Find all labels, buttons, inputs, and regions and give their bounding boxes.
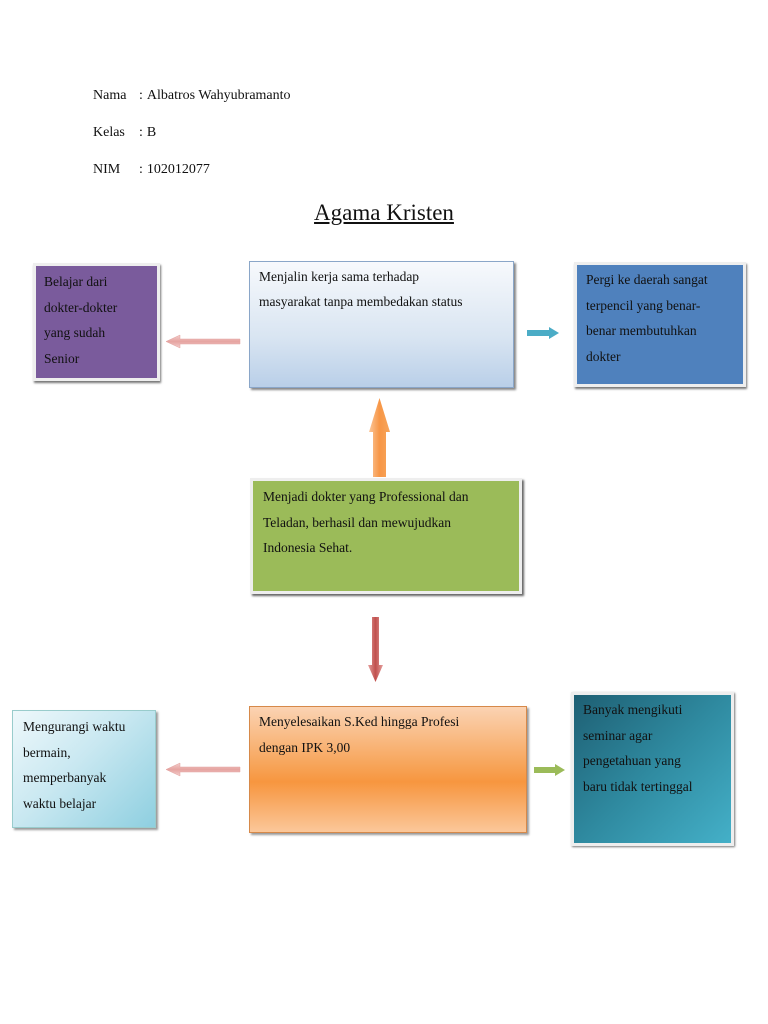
box-line: Menyelesaikan S.Ked hingga Profesi	[259, 714, 460, 729]
separator: :	[139, 88, 143, 103]
box-line: terpencil yang benar-	[586, 297, 701, 313]
box-belajar-senior: Belajar dari dokter-dokter yang sudah Se…	[33, 263, 160, 381]
box-line: dengan IPK 3,00	[259, 739, 351, 755]
nim-label: NIM	[93, 162, 121, 177]
box-seminar: Banyak mengikuti seminar agar pengetahua…	[571, 692, 734, 846]
box-line: dokter	[586, 348, 621, 364]
nim-value: 102012077	[146, 162, 210, 177]
box-line: Teladan, berhasil dan mewujudkan	[263, 514, 451, 530]
box-line: benar membutuhkan	[586, 323, 697, 338]
arrow-left-icon	[165, 762, 241, 777]
box-kerja-sama: Menjalin kerja sama terhadap masyarakat …	[249, 261, 514, 388]
box-daerah-terpencil: Pergi ke daerah sangat terpencil yang be…	[574, 262, 746, 387]
box-sked-profesi: Menyelesaikan S.Ked hingga Profesi denga…	[249, 706, 527, 833]
info-nim: NIM:102012077	[93, 162, 210, 178]
box-line: Banyak mengikuti	[583, 702, 683, 717]
kelas-label: Kelas	[93, 125, 125, 140]
box-line: Menjalin kerja sama terhadap	[259, 269, 420, 284]
box-line: masyarakat tanpa membedakan status	[259, 294, 463, 309]
box-line: seminar agar	[583, 727, 653, 743]
box-line: pengetahuan yang	[583, 753, 681, 768]
arrow-left-icon	[165, 334, 241, 349]
arrow-up-icon	[369, 398, 390, 477]
box-line: Mengurangi waktu	[23, 719, 126, 734]
box-line: baru tidak tertinggal	[583, 778, 693, 794]
box-goal-dokter: Menjadi dokter yang Professional dan Tel…	[250, 478, 522, 594]
arrow-right-icon	[534, 764, 565, 776]
box-line: waktu belajar	[23, 795, 97, 811]
box-waktu-belajar: Mengurangi waktu bermain, memperbanyak w…	[12, 710, 156, 828]
separator: :	[139, 162, 143, 177]
box-line: memperbanyak	[23, 770, 107, 785]
box-line: Belajar dari	[44, 274, 108, 289]
info-kelas: Kelas:B	[93, 125, 156, 141]
box-line: Menjadi dokter yang Professional dan	[263, 489, 469, 504]
nama-label: Nama	[93, 88, 127, 103]
box-line: dokter-dokter	[44, 299, 118, 315]
box-line: Pergi ke daerah sangat	[586, 272, 708, 287]
box-line: bermain,	[23, 744, 71, 760]
separator: :	[139, 125, 143, 140]
page-title: Agama Kristen	[314, 200, 454, 225]
nama-value: Albatros Wahyubramanto	[146, 88, 291, 103]
kelas-value: B	[146, 125, 157, 140]
box-line: Indonesia Sehat.	[263, 540, 353, 555]
box-line: Senior	[44, 350, 80, 366]
arrow-down-icon	[368, 617, 383, 682]
info-nama: Nama:Albatros Wahyubramanto	[93, 88, 291, 104]
arrow-right-icon	[527, 327, 559, 339]
box-line: yang sudah	[44, 325, 106, 340]
